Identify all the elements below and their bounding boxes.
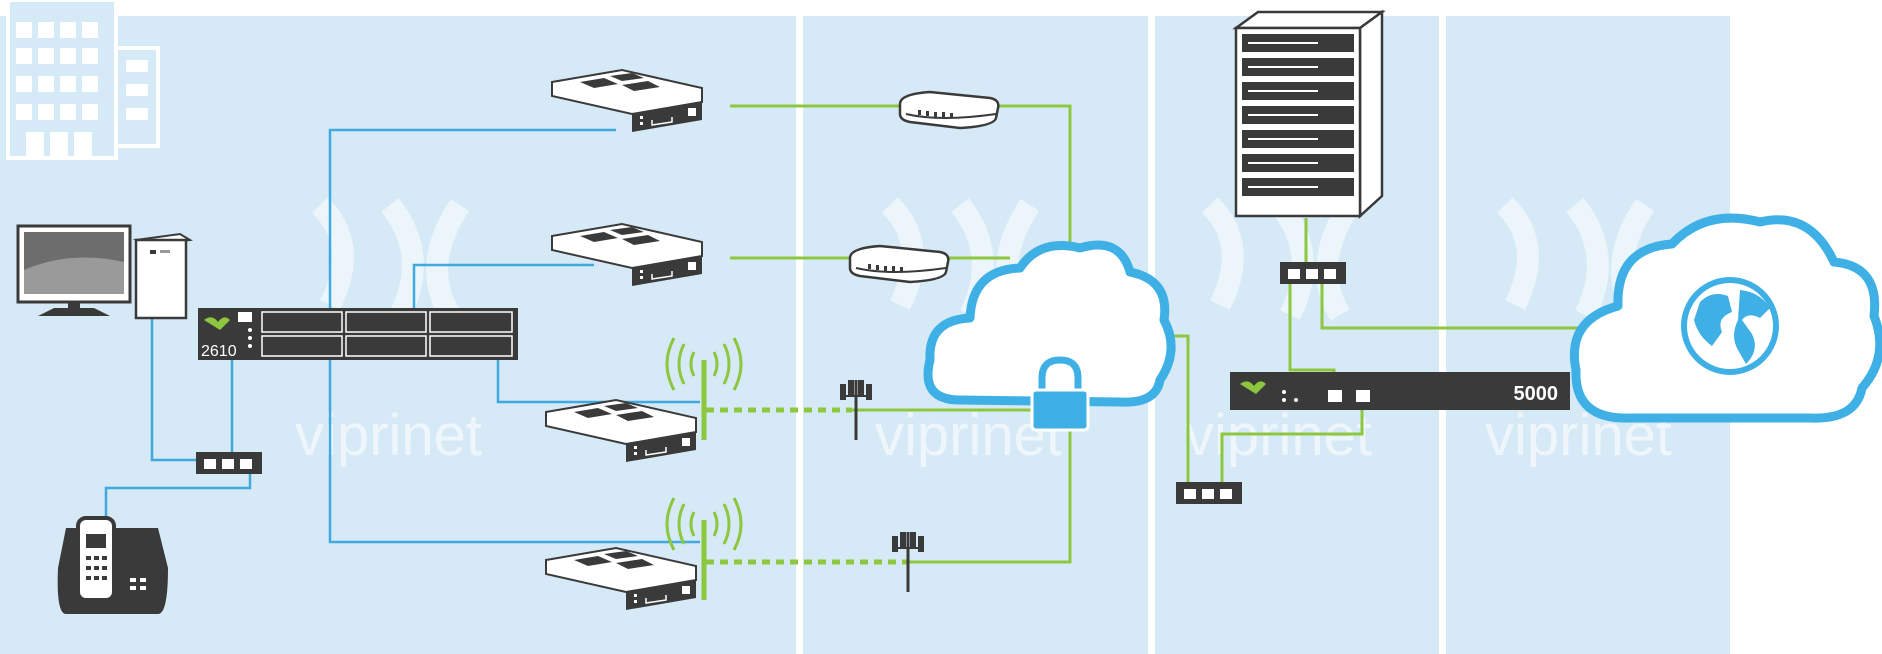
link-switch-phone <box>104 470 252 522</box>
server-rack-icon <box>1232 9 1386 219</box>
switch-icon <box>1176 482 1242 504</box>
link-switch-internet <box>1320 284 1580 330</box>
lan-links <box>104 128 700 544</box>
office-building-icon <box>6 0 160 160</box>
link-tower2-cloud <box>908 430 1072 564</box>
dsl-modem-icon <box>898 90 1000 130</box>
phone-icon <box>57 516 168 614</box>
link-cloud-switch <box>1170 334 1190 488</box>
link-router-card2 <box>412 263 594 312</box>
link-modem1-cloud <box>996 104 1072 250</box>
vpn-cloud-icon <box>923 240 1176 407</box>
watermarks: viprinet viprinet viprinet viprinet <box>295 205 1672 468</box>
desktop-monitor-icon <box>16 224 132 316</box>
switch-icon <box>196 452 262 474</box>
link-router-card3 <box>496 358 700 404</box>
link-switch-hub <box>1220 404 1364 486</box>
link-router-card4 <box>328 358 700 544</box>
dsl-modem-icon <box>848 244 950 284</box>
router-2610-icon: 2610 <box>198 308 518 360</box>
wan-links <box>706 104 1580 565</box>
pc-tower-icon <box>133 232 193 320</box>
switch-icon <box>1280 262 1346 284</box>
router-5000-label: 5000 <box>1514 383 1559 405</box>
watermark-text: viprinet <box>295 403 482 468</box>
globe-icon <box>1681 277 1779 375</box>
router-2610-label: 2610 <box>201 343 237 360</box>
router-5000-icon: 5000 <box>1230 372 1570 410</box>
link-router-card1 <box>328 128 616 315</box>
lock-icon <box>1030 356 1090 432</box>
